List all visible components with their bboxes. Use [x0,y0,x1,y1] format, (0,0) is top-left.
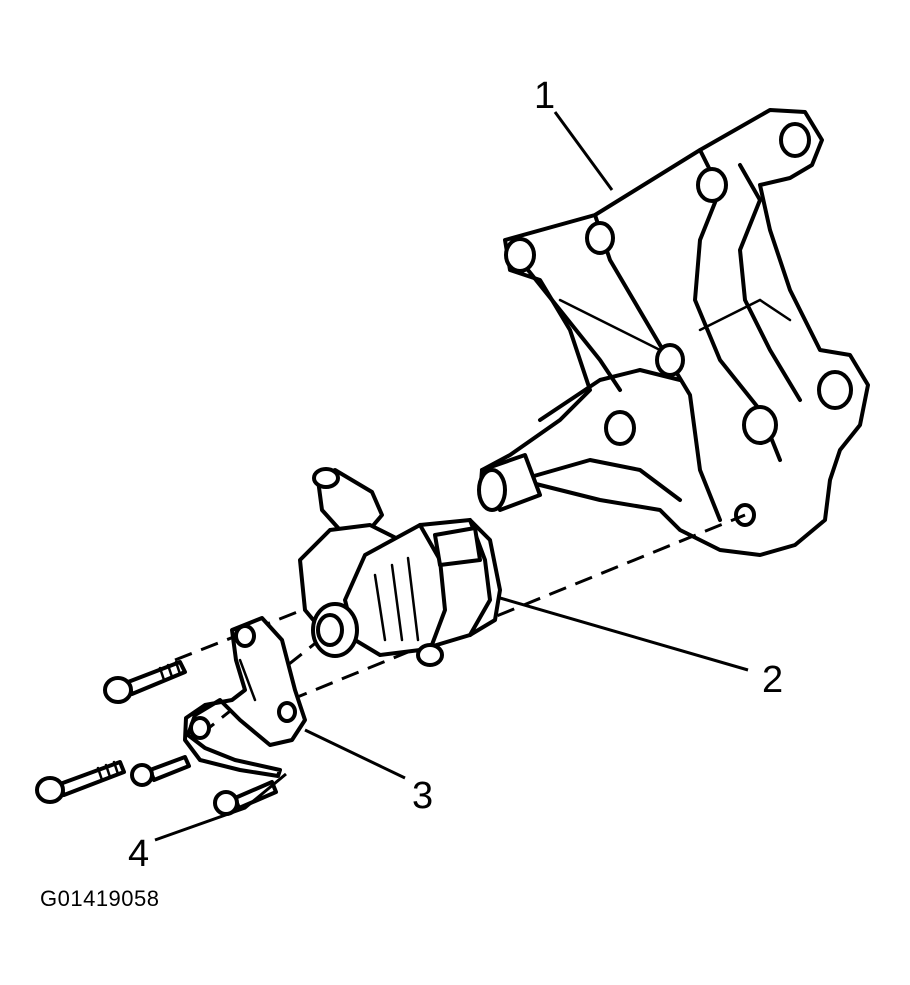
bolts [35,660,278,816]
leader-lines [154,111,749,842]
callout-labels: 1 2 3 4 [128,75,783,875]
bolt [130,755,191,787]
pump [298,467,502,667]
bolt [35,760,126,804]
mounting-plate [183,616,307,778]
callout-1: 1 [534,75,555,117]
mounting-bracket [477,108,870,557]
callout-4: 4 [128,833,149,875]
bolt [103,660,187,704]
callout-2: 2 [762,659,783,701]
callout-3: 3 [412,775,433,817]
figure-id: G01419058 [40,886,160,911]
